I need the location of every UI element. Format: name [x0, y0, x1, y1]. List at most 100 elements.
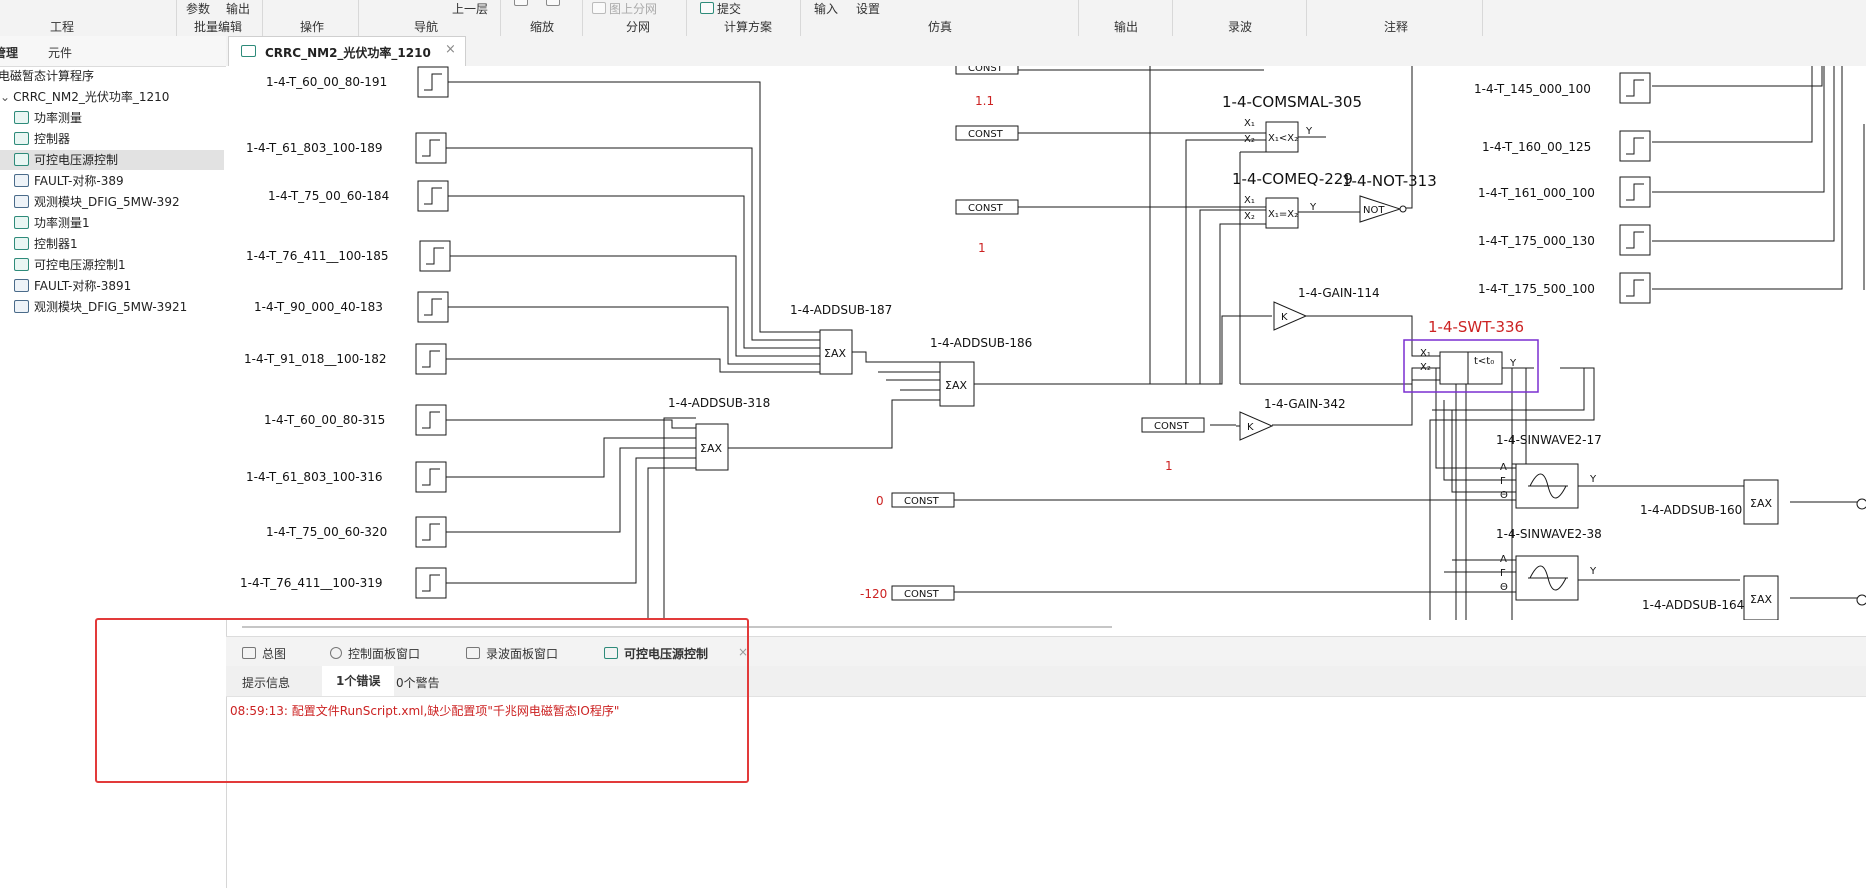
wire — [462, 81, 820, 333]
tab-warnings[interactable]: 0个警告 — [396, 676, 440, 690]
ribbon-separator — [1172, 0, 1173, 36]
tab-components[interactable]: 元件 — [48, 46, 73, 60]
wire — [448, 306, 820, 365]
ribbon-group-zoom: 缩放 — [530, 20, 555, 34]
wire — [448, 457, 696, 584]
close-icon[interactable]: × — [738, 645, 749, 659]
const-label: CONST — [968, 66, 1004, 74]
sin17-port-a: A — [1500, 462, 1507, 473]
module-icon — [14, 132, 29, 145]
wire — [1652, 66, 1825, 193]
tree-item[interactable]: 控制器 — [14, 129, 70, 149]
addsub-164-symbol: ΣAX — [1750, 593, 1772, 606]
step-source-block[interactable] — [415, 132, 447, 164]
tab-info[interactable]: 提示信息 — [242, 676, 291, 690]
addsub-160-block — [1743, 479, 1779, 525]
step-icon — [424, 73, 442, 91]
diagram-svg[interactable]: 1-4-T_60_00_80-1911-4-T_61_803_100-1891-… — [226, 66, 1866, 620]
module-icon — [14, 300, 29, 313]
tab-voltage-source-control[interactable]: 可控电压源控制 — [604, 645, 708, 662]
wire — [663, 417, 696, 620]
ribbon-up-level-button[interactable]: 上一层 — [452, 2, 489, 16]
not-bubble — [1399, 205, 1407, 213]
const-value: -120 — [860, 587, 887, 601]
ribbon-input-button[interactable]: 输入 — [814, 2, 839, 16]
tab-errors[interactable]: 1个错误 — [322, 666, 395, 696]
tree-item[interactable]: FAULT-对称-389 — [14, 171, 124, 191]
ribbon-params-button[interactable]: 参数 — [186, 2, 211, 16]
tab-recording-panel[interactable]: 录波面板窗口 — [466, 645, 558, 662]
step-source-block[interactable] — [1619, 272, 1651, 304]
tree-item-selected[interactable]: 可控电压源控制 — [0, 150, 224, 170]
wire — [1185, 139, 1266, 384]
ribbon-group-output: 输出 — [1114, 20, 1139, 34]
ribbon-settings-button[interactable]: 设置 — [856, 2, 881, 16]
ribbon-graph-mesh-button[interactable]: 图上分网 — [592, 0, 657, 17]
wire — [1652, 66, 1813, 143]
step-source-block[interactable] — [417, 180, 449, 212]
step-source-block[interactable] — [419, 240, 451, 272]
wire — [448, 437, 696, 478]
wire — [1320, 315, 1440, 357]
ribbon-zoom-in-button[interactable] — [514, 0, 531, 8]
step-source-block[interactable] — [1619, 130, 1651, 162]
step-source-block[interactable] — [417, 66, 449, 98]
horizontal-scrollbar[interactable] — [242, 626, 1112, 628]
ribbon-group-recording: 录波 — [1228, 20, 1253, 34]
step-source-block[interactable] — [1619, 72, 1651, 104]
ribbon-submit-button[interactable]: 提交 — [700, 0, 741, 17]
step-icon — [1626, 231, 1644, 249]
step-source-block[interactable] — [1619, 176, 1651, 208]
mesh-icon — [592, 2, 606, 14]
const-block — [891, 492, 955, 508]
addsub-186-label: 1-4-ADDSUB-186 — [930, 336, 1032, 350]
step-source-block[interactable] — [415, 461, 447, 493]
gain-114-triangle — [1273, 301, 1308, 331]
gain-114-k: K — [1281, 312, 1288, 323]
zoom-out-icon — [546, 0, 560, 6]
close-icon[interactable]: × — [445, 42, 456, 57]
tree-root[interactable]: 电磁暂态计算程序 — [0, 69, 95, 83]
wire — [1652, 66, 1823, 87]
step-source-block[interactable] — [415, 567, 447, 599]
comeq-label: 1-4-COMEQ-229 — [1232, 170, 1353, 188]
tab-control-panel[interactable]: 控制面板窗口 — [330, 645, 420, 662]
document-tab[interactable]: CRRC_NM2_光伏功率_1210 × — [228, 36, 466, 67]
tree-item[interactable]: 功率测量1 — [14, 213, 90, 233]
tree-item-label: 控制器 — [34, 132, 71, 146]
tree-item[interactable]: 可控电压源控制1 — [14, 255, 126, 275]
step-source-block[interactable] — [415, 343, 447, 375]
error-message: 08:59:13: 配置文件RunScript.xml,缺少配置项"千兆网电磁暂… — [230, 704, 620, 718]
tab-overview[interactable]: 总图 — [242, 645, 286, 662]
step-source-block[interactable] — [417, 291, 449, 323]
addsub-160-label: 1-4-ADDSUB-160 — [1640, 503, 1742, 517]
const-label: CONST — [968, 129, 1004, 140]
step-icon — [422, 139, 440, 157]
tree-project-label: CRRC_NM2_光伏功率_1210 — [13, 90, 170, 104]
not-gate — [1359, 195, 1402, 223]
step-icon — [422, 350, 440, 368]
submit-icon — [700, 2, 714, 14]
tree-item[interactable]: FAULT-对称-3891 — [14, 276, 131, 296]
comsmal-y: Y — [1305, 126, 1313, 137]
tree-item[interactable]: 观测模块_DFIG_5MW-392 — [14, 192, 180, 212]
sin38-port-f: F — [1500, 568, 1506, 579]
sinwave-17-label: 1-4-SINWAVE2-17 — [1496, 433, 1602, 447]
step-source-block[interactable] — [415, 516, 447, 548]
not-block-label: 1-4-NOT-313 — [1342, 172, 1437, 190]
wire — [448, 358, 820, 373]
tree-item[interactable]: 控制器1 — [14, 234, 78, 254]
tree-item[interactable]: 观测模块_DFIG_5MW-3921 — [14, 297, 187, 317]
step-icon — [1626, 183, 1644, 201]
tree-project[interactable]: ⌄CRRC_NM2_光伏功率_1210 — [0, 87, 169, 107]
tab-manage[interactable]: 管理 — [0, 46, 19, 60]
step-source-block[interactable] — [1619, 224, 1651, 256]
tree-item[interactable]: 功率测量 — [14, 108, 82, 128]
ribbon-output-button[interactable]: 输出 — [226, 2, 251, 16]
output-terminal — [1856, 498, 1866, 510]
step-icon — [1626, 279, 1644, 297]
ribbon-zoom-out-button[interactable] — [546, 0, 563, 8]
swt-selection-box — [1403, 339, 1539, 393]
step-source-block[interactable] — [415, 404, 447, 436]
